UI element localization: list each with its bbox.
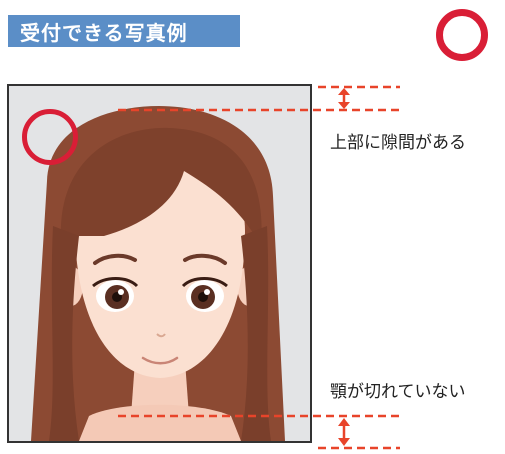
- chin-visible-note: 顎が切れていない: [330, 382, 466, 402]
- top-gap-note: 上部に隙間がある: [330, 133, 466, 153]
- page-title-text: 受付できる写真例: [20, 20, 188, 45]
- double-arrow-vertical-icon: [338, 88, 350, 109]
- page-title: 受付できる写真例: [8, 15, 240, 47]
- ok-circle-icon: [436, 9, 488, 61]
- double-arrow-vertical-icon: [338, 418, 350, 446]
- ok-circle-icon: [22, 109, 78, 165]
- sample-photo: [7, 84, 312, 443]
- portrait-illustration: [31, 106, 285, 441]
